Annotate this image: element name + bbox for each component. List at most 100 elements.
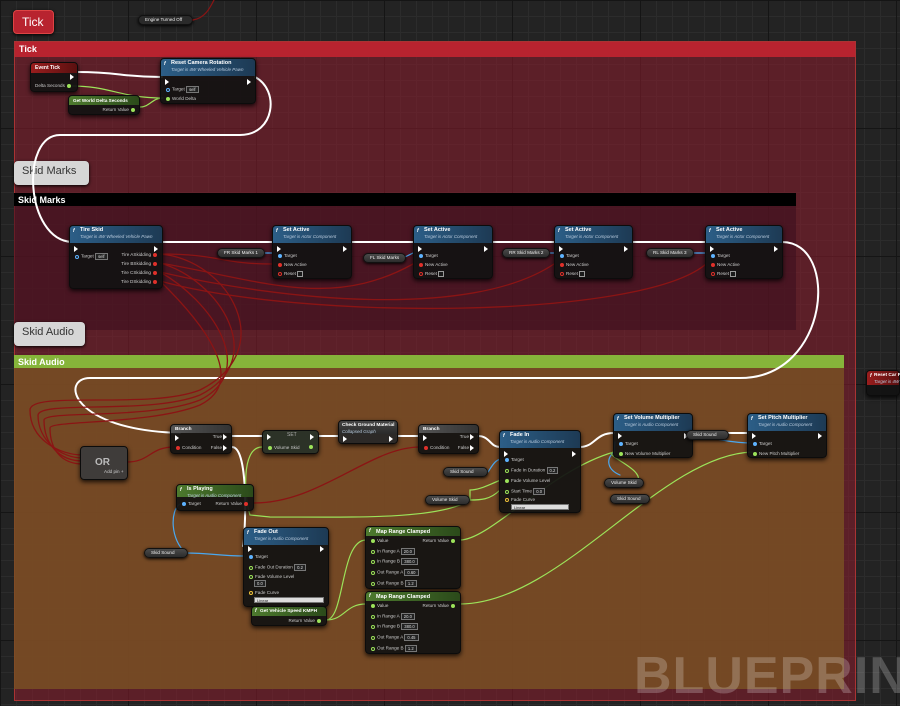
set-active-node-1[interactable]: f Set Active Target is Actor Component T… <box>272 225 352 279</box>
tire-skid-node[interactable]: f Tire Skid Target is 4W Wheeled Vehicle… <box>69 225 163 289</box>
pin-fade-curve[interactable]: Fade Curve <box>503 497 535 503</box>
exec-in[interactable] <box>248 546 252 552</box>
exec-in[interactable] <box>418 246 422 252</box>
set-volume-skid-node[interactable]: SET Volume Skid <box>262 430 319 454</box>
pin-tire-d[interactable]: Tire DSkidding <box>121 279 159 285</box>
reset-camera-exec-out[interactable] <box>247 79 251 85</box>
set-active-node-4[interactable]: f Set Active Target is Actor Component T… <box>705 225 783 279</box>
map-range-node-1[interactable]: f Map Range Clamped Value Return Value I… <box>365 526 461 589</box>
pin-return-value[interactable]: Return Value <box>423 603 457 609</box>
pin-target[interactable]: Target <box>180 501 201 507</box>
exec-out[interactable] <box>320 546 324 552</box>
exec-out[interactable] <box>624 246 628 252</box>
var-rr-skid-marks[interactable]: RR Skid Marks 2 <box>502 248 551 258</box>
pin-return-value[interactable]: Return Value <box>216 501 250 507</box>
fade-out-node[interactable]: f Fade Out Target is Audio Component Tar… <box>243 527 329 607</box>
tire-skid-exec-out[interactable] <box>154 246 158 252</box>
pin-in-range-b[interactable]: In Range B 380.0 <box>369 623 418 630</box>
exec-in[interactable] <box>710 246 714 252</box>
set-active-node-3[interactable]: f Set Active Target is Actor Component T… <box>554 225 633 279</box>
exec-in[interactable] <box>752 433 756 439</box>
pin-true[interactable]: True <box>213 434 228 440</box>
reset-checkbox[interactable] <box>579 271 586 277</box>
pin-fade-volume-level[interactable]: Fade Volume Level <box>503 478 550 484</box>
reset-camera-exec-in[interactable] <box>165 79 169 85</box>
var-skid-sound[interactable]: Skid Sound <box>144 548 188 558</box>
branch-node-2[interactable]: Branch True Condition False <box>418 424 479 454</box>
pin-tire-b[interactable]: Tire BSkidding <box>121 261 159 267</box>
pin-false[interactable]: False <box>211 445 228 451</box>
pin-value[interactable]: Value <box>369 538 388 544</box>
tick-button[interactable]: Tick <box>13 10 54 34</box>
pin-delta-seconds[interactable]: Delta Seconds <box>35 83 73 89</box>
pin-new-active[interactable]: New Active <box>417 262 448 268</box>
exec-in[interactable] <box>423 435 427 441</box>
set-active-node-2[interactable]: f Set Active Target is Actor Component T… <box>413 225 493 279</box>
set-volume-multiplier-node[interactable]: f Set Volume Multiplier Target is Audio … <box>613 413 693 458</box>
tire-skid-exec-in[interactable] <box>74 246 78 252</box>
pin-out-range-a[interactable]: Out Range A 0.45 <box>369 634 419 641</box>
var-skid-sound[interactable]: Skid Sound <box>686 430 729 440</box>
pin-condition[interactable]: Condition <box>422 445 449 451</box>
pin-out-range-b[interactable]: Out Range B 1.2 <box>369 645 417 652</box>
var-fl-skid-marks[interactable]: FL Skid Marks <box>363 253 407 263</box>
pin-tire-a[interactable]: Tire ASkidding <box>122 252 159 258</box>
get-vehicle-speed-node[interactable]: f Get Vehicle Speed KMPH Return Value <box>251 606 327 626</box>
skid-marks-bubble[interactable]: Skid Marks <box>14 161 89 185</box>
event-tick-exec-out[interactable] <box>70 74 74 80</box>
pin-new-active[interactable]: New Active <box>558 262 589 268</box>
or-node[interactable]: OR Add pin + <box>80 446 128 480</box>
pin-volume-skid[interactable]: Volume Skid <box>266 445 300 451</box>
var-rl-skid-marks[interactable]: RL Skid Marks 3 <box>646 248 694 258</box>
reset-camera-node[interactable]: f Reset Camera Rotation Target is 4W Whe… <box>160 58 256 104</box>
fade-curve-dropdown[interactable]: Linear <box>254 597 324 604</box>
pin-new-volume[interactable]: New Volume Multiplier <box>617 451 670 457</box>
set-pitch-multiplier-node[interactable]: f Set Pitch Multiplier Target is Audio C… <box>747 413 827 458</box>
pin-reset[interactable]: Reset <box>709 271 737 277</box>
var-fr-skid-marks[interactable]: FR Skid Marks 1 <box>217 248 265 258</box>
exec-in[interactable] <box>267 434 271 440</box>
pin-start-time[interactable]: Start Time 0.0 <box>503 488 546 495</box>
pin-fade-out-duration[interactable]: Fade Out Duration 0.2 <box>247 564 306 571</box>
reset-checkbox[interactable] <box>297 271 304 277</box>
pin-target[interactable]: Target <box>617 441 638 447</box>
pin-target[interactable]: Target <box>558 253 579 259</box>
fade-volume-input[interactable]: 0.0 <box>254 580 266 587</box>
pin-out-range-b[interactable]: Out Range B 1.2 <box>369 580 417 587</box>
exec-out[interactable] <box>310 434 314 440</box>
map-range-node-2[interactable]: f Map Range Clamped Value Return Value I… <box>365 591 461 654</box>
pin-new-active[interactable]: New Active <box>709 262 740 268</box>
pin-return-value[interactable]: Return Value <box>289 618 323 624</box>
pin-fade-curve[interactable]: Fade Curve <box>247 590 279 596</box>
pin-false[interactable]: False <box>458 445 475 451</box>
pin-world-delta[interactable]: World Delta <box>164 96 196 102</box>
get-world-delta-node[interactable]: Get World Delta Seconds Return Value <box>68 95 140 115</box>
pin-true[interactable]: True <box>460 434 475 440</box>
pin-in-range-b[interactable]: In Range B 380.0 <box>369 558 418 565</box>
exec-in[interactable] <box>504 451 508 457</box>
pin-reset[interactable]: Reset <box>276 271 304 277</box>
pin-tire-skid-target[interactable]: Target self <box>73 253 108 260</box>
pin-new-active[interactable]: New Active <box>276 262 307 268</box>
pin-reset[interactable]: Reset <box>417 271 445 277</box>
pin-reset[interactable]: Reset <box>558 271 586 277</box>
exec-out[interactable] <box>774 246 778 252</box>
pin-fade-in-duration[interactable]: Fade In Duration 0.2 <box>503 467 559 474</box>
pin-fade-volume-level[interactable]: Fade Volume Level <box>247 574 294 580</box>
pin-in-range-a[interactable]: In Range A 20.0 <box>369 548 415 555</box>
pin-target[interactable]: Target <box>276 253 297 259</box>
reset-checkbox[interactable] <box>730 271 737 277</box>
pin-target[interactable]: Target <box>247 554 268 560</box>
var-volume-skid[interactable]: Volume Skid <box>604 478 644 488</box>
is-playing-node[interactable]: f Is Playing Target is Audio Component T… <box>176 484 254 511</box>
fade-curve-dropdown[interactable]: Linear <box>511 504 569 511</box>
or-add-pin[interactable]: Add pin + <box>104 469 124 474</box>
pin-target[interactable]: Target <box>751 441 772 447</box>
pin-tire-c[interactable]: Tire CSkidding <box>121 270 159 276</box>
pin-return-value[interactable]: Return Value <box>103 107 137 113</box>
pin-condition[interactable]: Condition <box>174 445 201 451</box>
fade-in-node[interactable]: f Fade In Target is Audio Component Targ… <box>499 430 581 513</box>
branch-node-1[interactable]: Branch True Condition False <box>170 424 232 454</box>
pin-target[interactable]: Target <box>709 253 730 259</box>
skid-audio-bubble[interactable]: Skid Audio <box>14 322 85 346</box>
